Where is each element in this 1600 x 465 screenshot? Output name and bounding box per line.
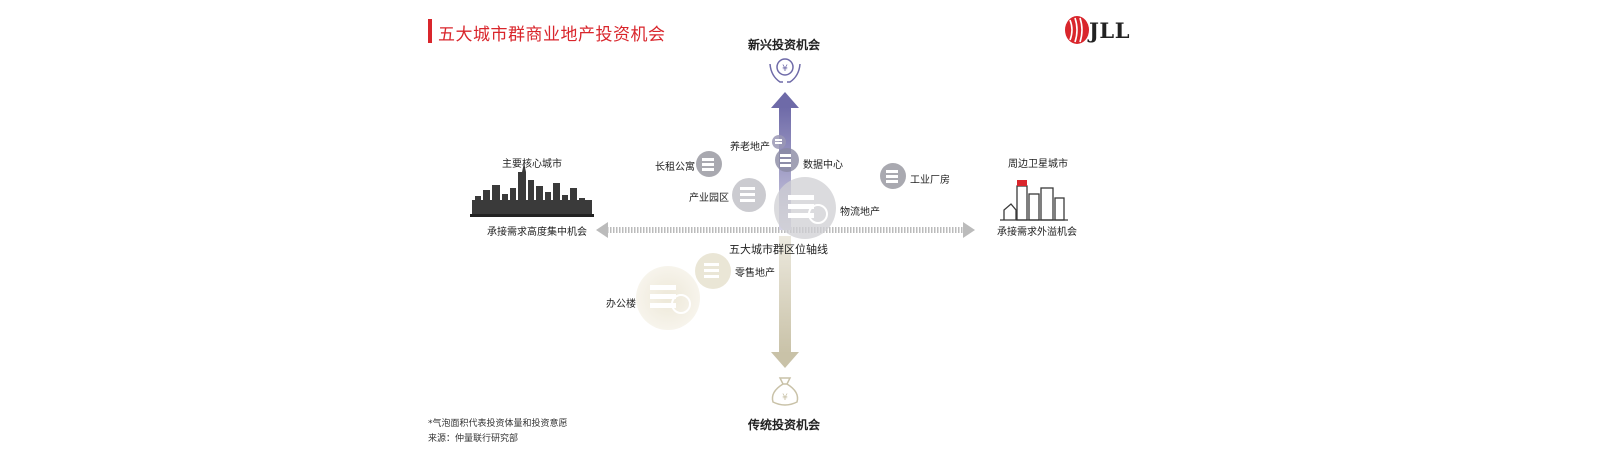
satellite-city-icon: [1000, 180, 1068, 221]
right-bottom-label: 承接需求外溢机会: [997, 227, 1077, 238]
bubble-chanye: [732, 178, 766, 212]
bubble-shuju: [775, 148, 799, 172]
bubble-label-shuju: 数据中心: [803, 160, 843, 171]
bubble-label-zhangzu: 长租公寓: [655, 162, 695, 173]
right-top-label: 周边卫星城市: [1008, 159, 1068, 170]
money-bag-icon: ¥: [771, 377, 799, 406]
horizontal-axis: [596, 222, 975, 238]
title-accent-bar: [428, 19, 432, 43]
bubble-label-lingshou: 零售地产: [735, 268, 775, 279]
bubble-wuliu: [774, 177, 836, 239]
bubble-label-gongye: 工业厂房: [910, 175, 950, 186]
core-city-skyline-icon: [470, 163, 594, 217]
logo-text: JLL: [1089, 18, 1130, 43]
bubble-label-yanglao: 养老地产: [730, 142, 770, 153]
jll-logo-icon: [1065, 16, 1089, 44]
bubble-label-chanye: 产业园区: [689, 193, 729, 204]
bubble-label-wuliu: 物流地产: [840, 207, 880, 218]
footnote: *气泡面积代表投资体量和投资意愿: [428, 419, 568, 429]
top-axis-label: 新兴投资机会: [748, 38, 821, 52]
bubble-zhangzu: [696, 151, 722, 177]
left-arrowhead: [596, 222, 608, 238]
page-title: 五大城市群商业地产投资机会: [438, 25, 666, 45]
svg-text:¥: ¥: [782, 64, 788, 74]
down-arrowhead: [771, 352, 799, 368]
bubble-gongye: [880, 163, 906, 189]
bottom-axis-label: 传统投资机会: [748, 418, 821, 432]
source-note: 来源：仲量联行研究部: [428, 434, 519, 444]
bubble-lingshou: [695, 253, 731, 289]
vertical-axis-down: [771, 236, 799, 368]
right-arrowhead: [963, 222, 975, 238]
svg-text:¥: ¥: [782, 393, 788, 403]
left-top-label: 主要核心城市: [502, 159, 562, 170]
center-axis-label: 五大城市群区位轴线: [729, 243, 828, 256]
left-bottom-label: 承接需求高度集中机会: [487, 227, 587, 238]
up-arrowhead: [771, 92, 799, 108]
bubble-yanglao: [772, 135, 786, 149]
hands-coin-icon: ¥: [769, 58, 801, 83]
bubble-label-bangong: 办公楼: [606, 299, 636, 310]
bubble-bangong: [636, 266, 700, 330]
